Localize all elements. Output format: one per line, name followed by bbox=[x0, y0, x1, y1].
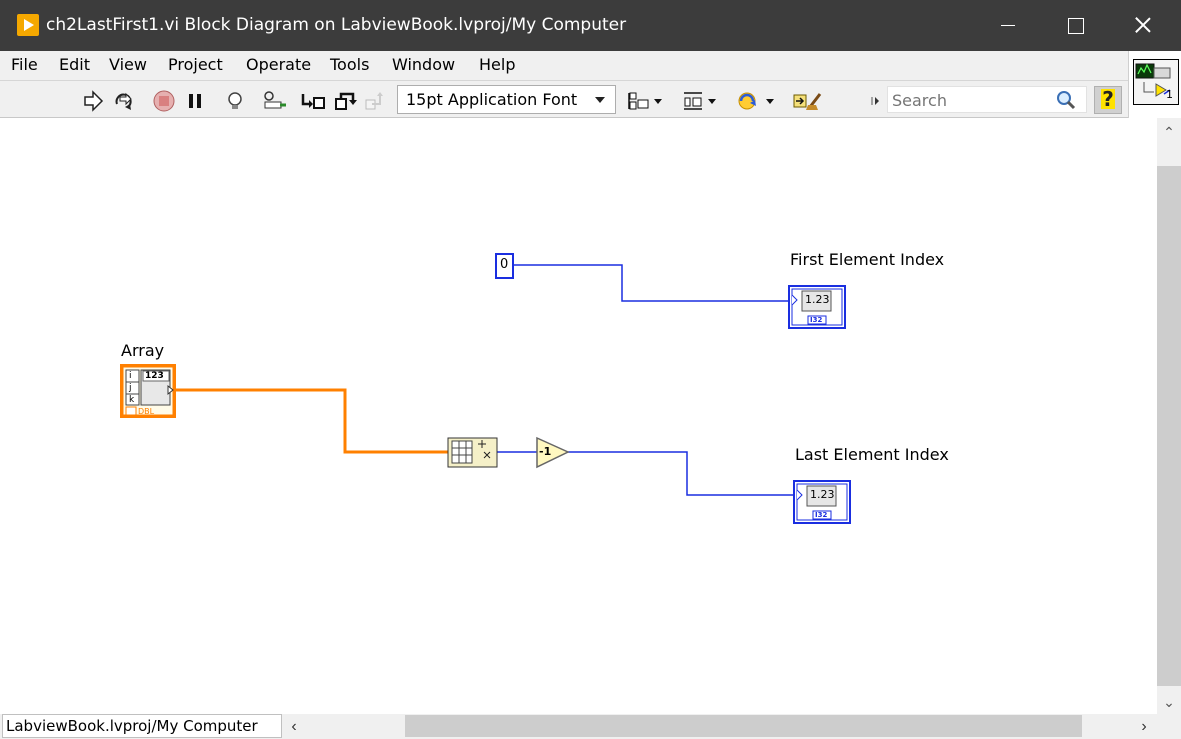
last-index-value: 1.23 bbox=[810, 488, 835, 501]
scroll-right-icon[interactable]: › bbox=[1141, 718, 1147, 735]
close-button[interactable] bbox=[1120, 0, 1166, 51]
block-diagram-canvas[interactable]: Array i j k 123 DBL 0 -1 First Element I… bbox=[0, 118, 1157, 714]
reorder-objects-icon[interactable] bbox=[736, 90, 776, 112]
last-element-index-label: Last Element Index bbox=[795, 445, 949, 464]
last-element-index-indicator[interactable] bbox=[793, 480, 851, 524]
project-path: LabviewBook.lvproj/My Computer bbox=[2, 714, 282, 738]
maximize-button[interactable] bbox=[1052, 0, 1098, 51]
first-index-type: I32 bbox=[810, 316, 823, 324]
retain-wire-values-icon[interactable] bbox=[262, 90, 286, 112]
horizontal-scroll-thumb[interactable] bbox=[405, 715, 1082, 737]
last-index-type: I32 bbox=[815, 511, 828, 519]
pause-icon[interactable] bbox=[184, 90, 206, 112]
highlight-execution-icon[interactable] bbox=[224, 90, 246, 112]
array-label: Array bbox=[121, 341, 165, 360]
menu-view[interactable]: View bbox=[109, 55, 147, 74]
decrement-label: -1 bbox=[539, 445, 552, 458]
vi-icon[interactable]: 1 bbox=[1133, 59, 1179, 105]
menu-tools[interactable]: Tools bbox=[330, 55, 370, 74]
context-help-button[interactable]: ? bbox=[1094, 86, 1122, 114]
step-over-icon[interactable] bbox=[333, 90, 357, 112]
run-arrow-icon[interactable] bbox=[82, 90, 104, 112]
first-index-value: 1.23 bbox=[805, 293, 830, 306]
scroll-up-icon[interactable]: ⌃ bbox=[1163, 124, 1175, 140]
abort-execution-icon[interactable] bbox=[153, 90, 175, 112]
step-out-icon[interactable] bbox=[364, 90, 386, 112]
align-objects-icon[interactable] bbox=[628, 90, 664, 112]
vertical-scroll-thumb[interactable] bbox=[1157, 166, 1181, 686]
search-field[interactable] bbox=[887, 86, 1087, 113]
menu-window[interactable]: Window bbox=[392, 55, 456, 74]
menu-project[interactable]: Project bbox=[168, 55, 223, 74]
search-expand-icon[interactable] bbox=[870, 90, 884, 112]
labview-app-icon bbox=[17, 14, 39, 36]
array-value: 123 bbox=[145, 371, 164, 381]
decrement-node[interactable] bbox=[536, 436, 570, 469]
menu-bar: File Edit View Project Operate Tools Win… bbox=[0, 51, 1128, 80]
array-wire bbox=[176, 388, 448, 454]
search-input[interactable] bbox=[892, 90, 1042, 110]
window-title: ch2LastFirst1.vi Block Diagram on Labvie… bbox=[46, 15, 627, 35]
menu-file[interactable]: File bbox=[11, 55, 38, 74]
array-control[interactable] bbox=[120, 364, 176, 418]
menu-operate[interactable]: Operate bbox=[246, 55, 312, 74]
zero-constant-value: 0 bbox=[500, 257, 509, 272]
vi-icon-pane: 1 bbox=[1128, 51, 1181, 118]
scroll-left-icon[interactable]: ‹ bbox=[291, 718, 297, 735]
menu-edit[interactable]: Edit bbox=[59, 55, 90, 74]
vertical-scrollbar[interactable]: ⌃ ⌄ bbox=[1157, 118, 1181, 714]
status-bar: LabviewBook.lvproj/My Computer ‹ › bbox=[0, 714, 1181, 739]
last-index-wire bbox=[568, 451, 795, 496]
first-element-index-indicator[interactable] bbox=[788, 285, 846, 329]
scroll-down-icon[interactable]: ⌄ bbox=[1163, 694, 1175, 710]
diagram-wires bbox=[120, 253, 851, 524]
array-type-dbl: DBL bbox=[138, 407, 155, 416]
text-settings-dropdown[interactable]: 15pt Application Font bbox=[397, 85, 616, 114]
menu-help[interactable]: Help bbox=[479, 55, 516, 74]
first-index-wire bbox=[513, 264, 790, 302]
chevron-down-icon bbox=[595, 97, 605, 103]
zero-constant[interactable] bbox=[495, 253, 514, 279]
run-continuously-icon[interactable] bbox=[113, 90, 135, 112]
step-into-icon[interactable] bbox=[300, 90, 325, 112]
clean-up-diagram-icon[interactable] bbox=[792, 90, 826, 112]
array-size-node[interactable] bbox=[447, 437, 498, 468]
font-select-value: 15pt Application Font bbox=[406, 90, 578, 109]
array-index-j: j bbox=[129, 383, 132, 393]
minimize-button[interactable] bbox=[985, 0, 1031, 51]
connector-number: 1 bbox=[1166, 88, 1173, 101]
array-index-k: k bbox=[129, 395, 135, 405]
horizontal-scrollbar[interactable]: ‹ › bbox=[284, 714, 1157, 739]
search-icon[interactable] bbox=[1056, 90, 1076, 110]
toolbar: 15pt Application Font ? bbox=[0, 80, 1128, 118]
first-element-index-label: First Element Index bbox=[790, 250, 945, 269]
help-question-icon: ? bbox=[1101, 87, 1115, 111]
title-bar: ch2LastFirst1.vi Block Diagram on Labvie… bbox=[0, 0, 1181, 51]
array-index-i: i bbox=[129, 371, 132, 381]
distribute-objects-icon[interactable] bbox=[682, 90, 718, 112]
